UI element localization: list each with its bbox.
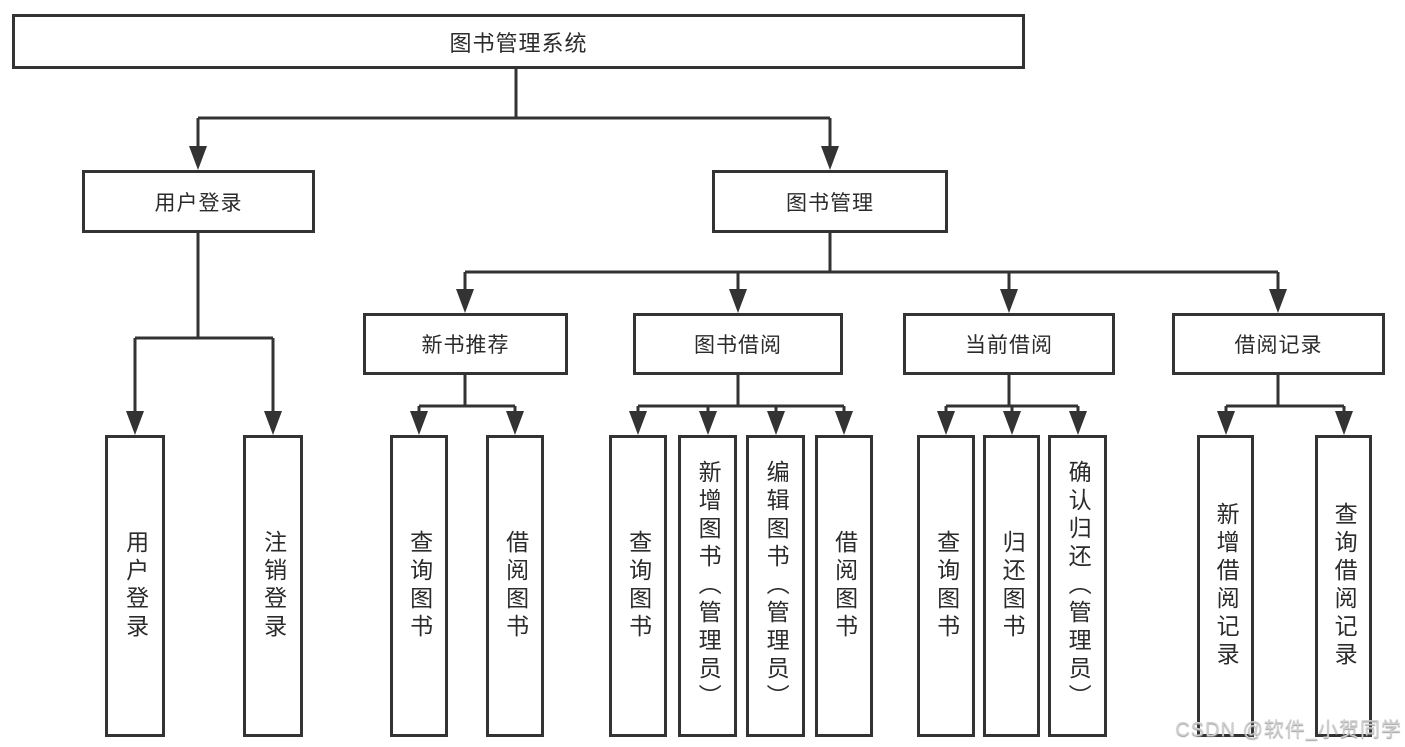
node-label: 确认归还（管理员） xyxy=(1065,460,1092,712)
node-library-management-system: 图书管理系统 xyxy=(12,14,1025,69)
node-book-borrowing: 图书借阅 xyxy=(633,313,843,375)
leaf-user-login: 用户登录 xyxy=(105,435,165,737)
node-label: 借阅图书 xyxy=(831,530,858,642)
node-label: 当前借阅 xyxy=(965,334,1053,357)
node-borrowing-records: 借阅记录 xyxy=(1172,313,1385,375)
node-label: 查询图书 xyxy=(933,530,960,642)
node-current-borrowing: 当前借阅 xyxy=(903,313,1115,375)
node-label: 新增借阅记录 xyxy=(1213,502,1240,670)
connector-strokes xyxy=(133,68,1346,414)
node-label: 查询借阅记录 xyxy=(1331,502,1358,670)
node-label: 用户登录 xyxy=(122,530,149,642)
leaf-edit-book-admin: 编辑图书（管理员） xyxy=(746,435,805,737)
node-label: 借阅图书 xyxy=(502,530,529,642)
leaf-add-book-admin: 新增图书（管理员） xyxy=(678,435,737,737)
node-label: 新增图书（管理员） xyxy=(695,460,722,712)
leaf-confirm-return-admin: 确认归还（管理员） xyxy=(1048,435,1107,737)
csdn-watermark: CSDN @软件_小贺同学 xyxy=(1175,719,1402,741)
node-new-book-recommendation: 新书推荐 xyxy=(363,313,568,375)
leaf-query-borrow-record: 查询借阅记录 xyxy=(1315,435,1372,737)
node-label: 图书借阅 xyxy=(694,334,782,357)
node-label: 用户登录 xyxy=(154,191,243,215)
leaf-logout: 注销登录 xyxy=(243,435,303,737)
node-label: 注销登录 xyxy=(260,530,287,642)
leaf-borrow-books-borrowing: 借阅图书 xyxy=(815,435,873,737)
leaf-query-books-recommend: 查询图书 xyxy=(390,435,448,737)
leaf-query-books-current: 查询图书 xyxy=(917,435,975,737)
leaf-return-books: 归还图书 xyxy=(983,435,1040,737)
node-book-management: 图书管理 xyxy=(712,170,948,233)
node-label: 图书管理 xyxy=(786,191,874,215)
node-label: 图书管理系统 xyxy=(449,30,588,56)
node-label: 编辑图书（管理员） xyxy=(763,460,790,712)
node-label: 借阅记录 xyxy=(1234,334,1323,357)
node-label: 查询图书 xyxy=(406,530,433,642)
leaf-query-books-borrowing: 查询图书 xyxy=(609,435,667,737)
node-label: 查询图书 xyxy=(625,530,652,642)
node-user-login: 用户登录 xyxy=(82,170,315,233)
connector-arrowheads xyxy=(126,146,1353,435)
node-label: 新书推荐 xyxy=(421,334,510,357)
leaf-add-borrow-record: 新增借阅记录 xyxy=(1197,435,1254,737)
node-label: 归还图书 xyxy=(999,530,1026,642)
leaf-borrow-books-recommend: 借阅图书 xyxy=(486,435,544,737)
